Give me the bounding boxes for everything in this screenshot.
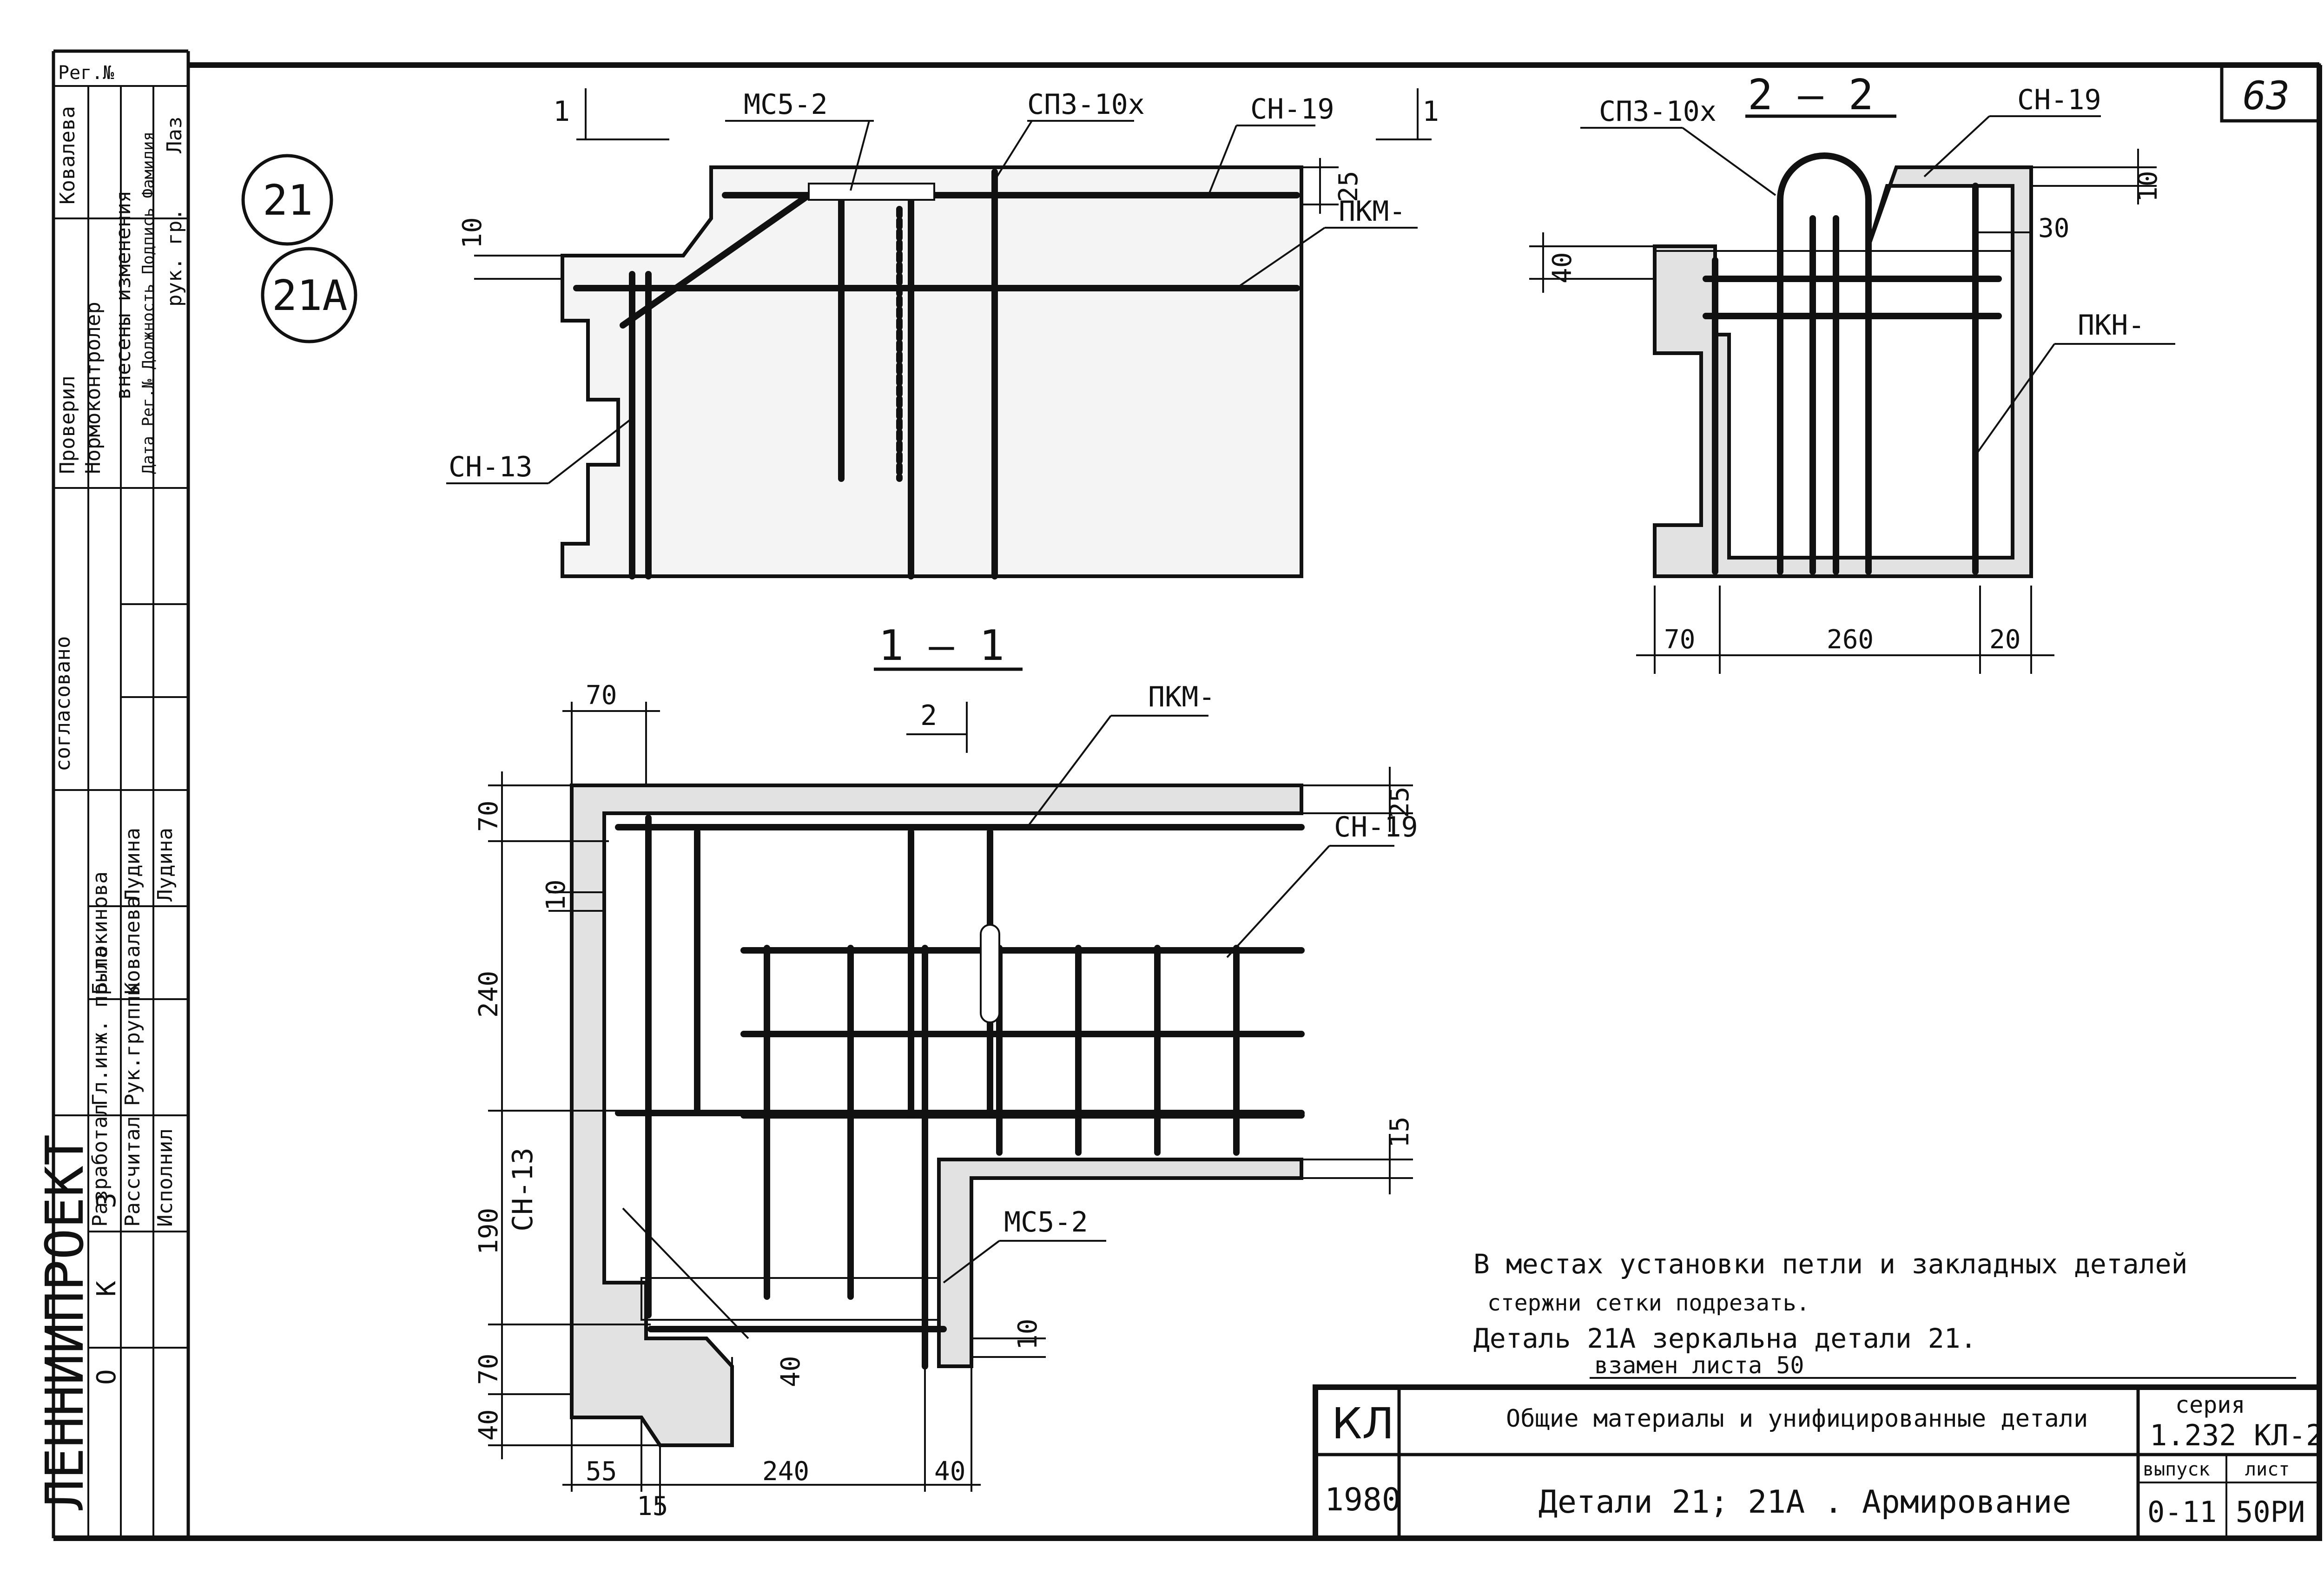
tb-year: 1980 [1325, 1482, 1401, 1518]
tb-issue-label: выпуск [2143, 1459, 2210, 1480]
dim-b-10-upper: 10 [541, 880, 571, 911]
dim-tl-25: 25 [1334, 171, 1364, 202]
label-pkm-bottom: ПКМ- [1148, 681, 1215, 713]
cut-mark-1-right: 1 [1422, 95, 1439, 128]
dim-b-240-bottom: 240 [762, 1456, 809, 1487]
tb-series-label: серия [2175, 1391, 2245, 1418]
label-sn19-top: СН-19 [1250, 93, 1334, 125]
tb-kl: КЛ [1332, 1399, 1394, 1449]
label-ms5-2-bottom: МС5-2 [1004, 1206, 1088, 1238]
norm-control-role: Нормоконтролер [81, 302, 105, 474]
label-sn13-bottom: СН-13 [507, 1147, 539, 1232]
margin-stamp: Рег.№ ЛЕННИИПРОЕКТ О К З согласовано Гл.… [35, 62, 188, 1538]
dim-section-30: 30 [2038, 213, 2069, 244]
dim-section-20: 20 [1989, 625, 2020, 655]
title-block: КЛ 1980 Общие материалы и унифицированны… [1313, 1384, 2323, 1541]
dim-b-15-bottom: 15 [637, 1491, 668, 1522]
group-head-name: Ковалева [121, 896, 145, 995]
note-line-1: В местах установки петли и закладных дет… [1473, 1248, 2187, 1280]
approved-label: согласовано [51, 636, 75, 771]
developer-name: Лудина [121, 828, 145, 902]
tb-subject: Общие материалы и унифицированные детали [1506, 1405, 2088, 1433]
org-letter-o: О [92, 1369, 122, 1385]
title-section-1-1: 1 — 1 [878, 621, 1004, 670]
chief-name: Былокинова [88, 871, 112, 995]
dim-section-70: 70 [1664, 625, 1695, 655]
tb-series: 1.232 КЛ-2 [2150, 1418, 2323, 1452]
detail-markers: 21 21А [241, 154, 357, 343]
dim-b-15-right: 15 [1385, 1117, 1415, 1148]
dim-b-10-lower: 10 [1013, 1319, 1043, 1350]
view-top-left: 10 25 1 1 МС5-2 СП3-10х СН-19 ПКМ- [446, 88, 1439, 580]
sheet-frame [52, 49, 2322, 1541]
view-section-1-1: 1 — 1 2 ПКМ- СН-19 СН-13 [474, 621, 1418, 1522]
label-sp3-10-top: СП3-10х [1027, 88, 1145, 121]
dim-section-260: 260 [1827, 625, 1874, 655]
tb-sheet: 50РИ [2236, 1495, 2305, 1529]
chief-role: Гл.инж. пр-та [88, 946, 112, 1106]
reg-label: Рег.№ [58, 62, 114, 84]
dim-b-25: 25 [1385, 787, 1415, 818]
note-line-3: Деталь 21А зеркальна детали 21. [1473, 1323, 1977, 1354]
label-sp3-10-section: СП3-10х [1599, 95, 1717, 128]
checked-role: Проверил [56, 375, 79, 474]
label-sn19-bottom: СН-19 [1334, 811, 1418, 843]
notes: В местах установки петли и закладных дет… [1473, 1248, 2296, 1379]
changes-title: внесены изменения [112, 191, 135, 400]
dim-b-40-left: 40 [474, 1410, 504, 1441]
tb-sheet-label: лист [2245, 1459, 2290, 1480]
cut-mark-2: 2 [920, 699, 937, 732]
tb-issue: 0-11 [2147, 1495, 2217, 1529]
changes-columns: Дата Рег.№ Должность Подпись Фамилия [139, 132, 158, 474]
dim-b-240-left: 240 [474, 971, 504, 1018]
ruk-gr-name: Лаз [163, 117, 186, 153]
label-pkn-section: ПКН- [2078, 309, 2145, 342]
group-head-role: Рук.группы [121, 983, 145, 1106]
executor-role: Исполнил [153, 1128, 177, 1227]
dim-b-70-lower: 70 [474, 1354, 504, 1385]
dim-b-40-bottom: 40 [934, 1456, 965, 1487]
org-letter-z: З [92, 1192, 122, 1208]
org-letter-k: К [92, 1281, 122, 1297]
tb-drawing: Детали 21; 21А . Армирование [1538, 1484, 2071, 1521]
dim-b-70-left: 70 [474, 801, 504, 832]
label-sn13-top: СН-13 [449, 451, 533, 483]
dim-b-190-left: 190 [474, 1208, 504, 1255]
label-ms5-2-top: МС5-2 [744, 88, 828, 121]
sheet-number: 63 [2243, 73, 2290, 119]
executor-name: Лудина [153, 828, 177, 902]
cut-mark-1-left: 1 [553, 95, 570, 128]
dim-b-40-mid: 40 [776, 1356, 806, 1387]
org-name: ЛЕННИИПРОЕКТ [35, 1134, 95, 1510]
sheet-number-tab: 63 [2220, 63, 2321, 123]
title-section-2-2: 2 — 2 [1748, 71, 1874, 119]
dim-b-55: 55 [586, 1456, 617, 1487]
norm-control-name: Ковалева [56, 106, 79, 204]
dim-b-70-top: 70 [586, 680, 617, 711]
label-pkm-top: ПКМ- [1339, 195, 1406, 228]
dim-section-40: 40 [1547, 252, 1578, 283]
dim-section-10: 10 [2133, 171, 2163, 202]
dim-tl-10: 10 [457, 217, 488, 249]
detail-marker-21a: 21А [272, 271, 348, 320]
calculated-role: Рассчитал [121, 1116, 145, 1227]
detail-marker-21: 21 [263, 176, 313, 225]
developer-role: Разработал [88, 1104, 112, 1227]
note-replace: взамен листа 50 [1594, 1352, 1804, 1379]
note-line-2: стержни сетки подрезать. [1487, 1290, 1810, 1316]
view-section-2-2: 2 — 2 СП3-10х СН-19 ПКН- 10 40 30 [1529, 71, 2175, 674]
ruk-gr-role: рук. гр. [163, 208, 186, 307]
label-sn19-section: СН-19 [2017, 84, 2101, 116]
